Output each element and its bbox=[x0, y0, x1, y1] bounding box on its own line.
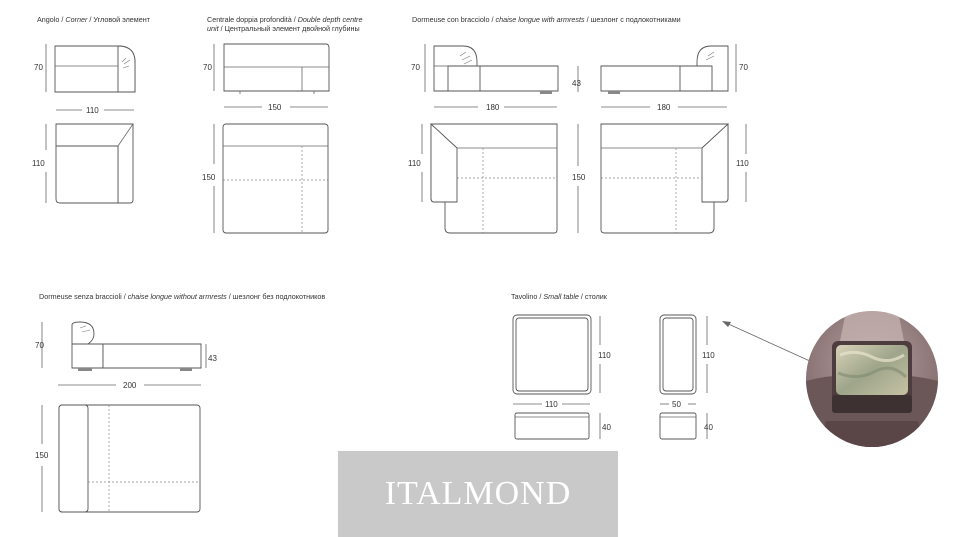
dim-chaise-arm-left-depth: 110 bbox=[408, 159, 421, 168]
chaise-armrests-drawing: 70 180 43 70 180 110 150 bbox=[408, 44, 749, 234]
dim-chaise-arm-mid-depth: 150 bbox=[572, 173, 586, 182]
dim-chaise-noarm-seat-height: 43 bbox=[208, 354, 217, 363]
dim-chaise-arm-right-width: 180 bbox=[657, 103, 671, 112]
product-photo bbox=[806, 311, 938, 447]
dim-centre-depth: 150 bbox=[202, 173, 216, 182]
dim-table-depth-1: 110 bbox=[598, 351, 611, 360]
chaise-no-armrests-drawing: 70 43 200 150 bbox=[35, 321, 217, 513]
dim-chaise-arm-left-width: 180 bbox=[486, 103, 500, 112]
dim-table-height-2: 40 bbox=[704, 423, 713, 432]
caption-corner: Angolo / Corner / Угловой элемент bbox=[37, 15, 150, 24]
dim-chaise-arm-left-height: 70 bbox=[411, 63, 420, 72]
dim-chaise-arm-right-depth: 110 bbox=[736, 159, 749, 168]
dim-chaise-noarm-height: 70 bbox=[35, 341, 44, 350]
dim-chaise-arm-seat-height: 43 bbox=[572, 79, 581, 88]
small-table-drawing: 110 110 40 110 50 40 bbox=[512, 314, 813, 440]
watermark-text: ITALMOND bbox=[384, 475, 572, 512]
dim-table-depth-2: 110 bbox=[702, 351, 715, 360]
caption-chaise-no-armrests: Dormeuse senza braccioli / chaise longue… bbox=[39, 292, 326, 301]
dim-table-width-2: 50 bbox=[672, 400, 681, 409]
dim-corner-width: 110 bbox=[86, 106, 99, 115]
caption-chaise-armrests: Dormeuse con bracciolo / chaise longue w… bbox=[412, 15, 681, 24]
dim-centre-width: 150 bbox=[268, 103, 282, 112]
dim-chaise-noarm-width: 200 bbox=[123, 381, 137, 390]
dim-table-width-1: 110 bbox=[545, 400, 558, 409]
dim-corner-height: 70 bbox=[34, 63, 43, 72]
dim-centre-height: 70 bbox=[203, 63, 212, 72]
caption-small-table: Tavolino / Small table / столик bbox=[511, 292, 607, 301]
dim-chaise-arm-right-height: 70 bbox=[739, 63, 748, 72]
centre-drawing: 70 150 150 bbox=[202, 43, 330, 234]
corner-drawing: 70 110 110 bbox=[32, 44, 136, 204]
arrow-icon bbox=[722, 321, 731, 327]
caption-centre: Centrale doppia profondità / Double dept… bbox=[207, 15, 363, 33]
dim-chaise-noarm-depth: 150 bbox=[35, 451, 49, 460]
watermark: ITALMOND bbox=[338, 451, 618, 537]
dim-corner-depth: 110 bbox=[32, 159, 45, 168]
dim-table-height-1: 40 bbox=[602, 423, 611, 432]
